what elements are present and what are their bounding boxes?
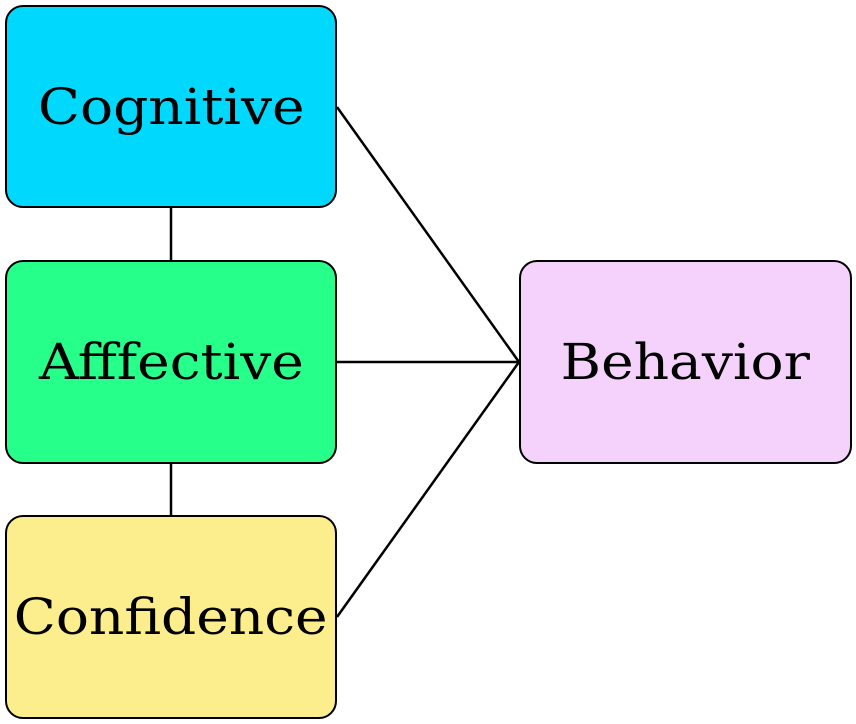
node-cognitive: Cognitive bbox=[5, 5, 337, 208]
node-behavior: Behavior bbox=[519, 260, 852, 464]
edge-cognitive-behavior bbox=[335, 106, 521, 363]
node-label-behavior: Behavior bbox=[560, 333, 811, 391]
node-label-cognitive: Cognitive bbox=[37, 77, 305, 136]
node-affective: Afffective bbox=[5, 260, 337, 464]
node-label-confidence: Confidence bbox=[14, 588, 328, 646]
node-confidence: Confidence bbox=[5, 515, 337, 719]
node-label-affective: Afffective bbox=[38, 333, 304, 391]
edge-confidence-behavior bbox=[335, 361, 521, 618]
